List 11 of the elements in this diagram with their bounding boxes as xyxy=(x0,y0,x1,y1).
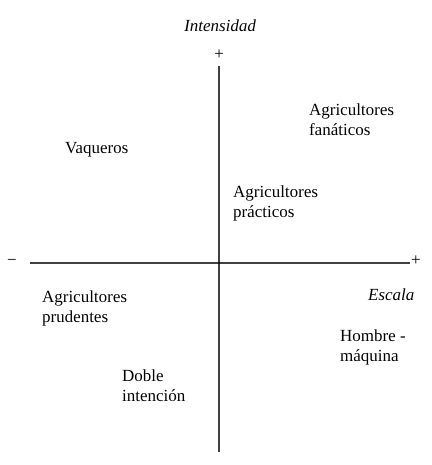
axis-sign: + xyxy=(411,250,422,270)
quadrant-label: Agricultores prudentes xyxy=(42,287,128,328)
quadrant-label: Agricultores fanáticos xyxy=(309,100,395,141)
quadrant-label: Doble intención xyxy=(122,366,186,407)
quadrant-label: Vaqueros xyxy=(65,138,130,158)
axis-sign: + xyxy=(213,44,225,64)
quadrant-label: Agricultores prácticos xyxy=(233,182,319,223)
axis-sign: − xyxy=(7,250,18,270)
quadrant-label: Hombre -máquina xyxy=(340,326,407,367)
axis-title: Intensidad xyxy=(183,16,257,36)
axis-title: Escala xyxy=(368,285,416,306)
